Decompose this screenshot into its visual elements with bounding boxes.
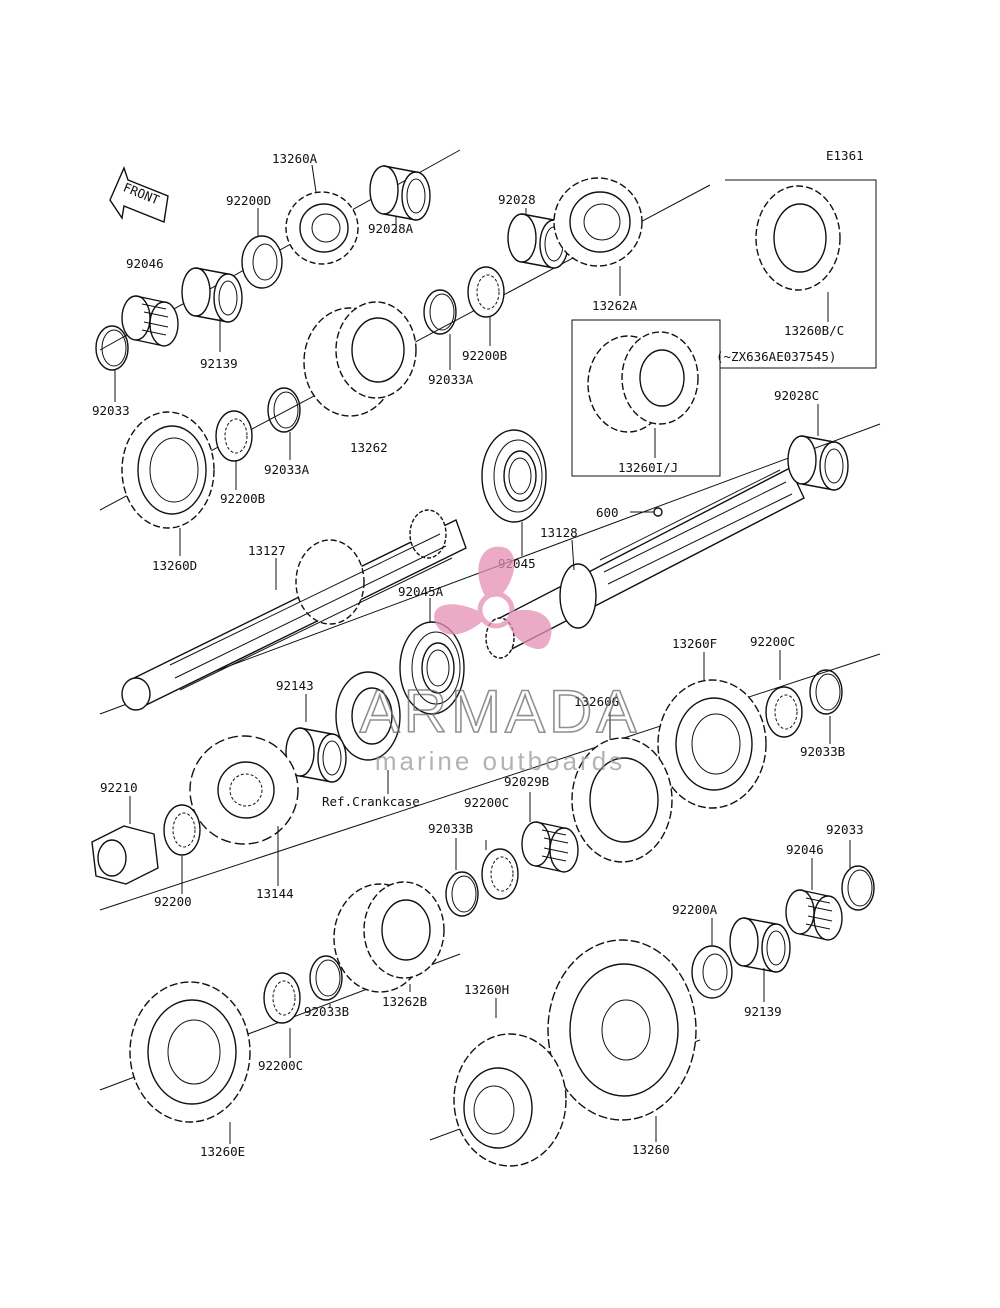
- variant-inset-box: [571, 179, 877, 477]
- washer-92200C-r: [765, 686, 803, 738]
- label-92143: 92143: [276, 678, 314, 693]
- label-92045A: 92045A: [398, 584, 444, 599]
- bushing-92139-top: [181, 267, 243, 323]
- circlip-92033B-r: [809, 669, 843, 715]
- label-13260IJ: 13260I/J: [618, 460, 678, 475]
- washer-92200B-mid: [215, 410, 253, 462]
- label-13260A: 13260A: [272, 151, 318, 166]
- gear-13262A-drawing: [553, 177, 643, 267]
- label-92200C-b: 92200C: [258, 1058, 303, 1073]
- circlip-92033B-b: [309, 955, 343, 1001]
- gear-13260H-drawing: [453, 1033, 567, 1167]
- gear-13262-drawing: [303, 301, 417, 417]
- gear-13260D-drawing: [121, 411, 215, 529]
- label-92200A: 92200A: [672, 902, 718, 917]
- label-92033-top: 92033: [92, 403, 130, 418]
- label-92200C-r: 92200C: [750, 634, 795, 649]
- label-13260E: 13260E: [200, 1144, 245, 1159]
- label-92033B-m: 92033B: [428, 821, 473, 836]
- label-92046-br: 92046: [786, 842, 824, 857]
- circlip-92033-br: [841, 865, 875, 911]
- bearing-92045: [481, 429, 547, 523]
- front-arrow-icon: FRONT: [109, 166, 169, 223]
- label-92046-top: 92046: [126, 256, 164, 271]
- label-92200C-m: 92200C: [464, 795, 509, 810]
- label-92028: 92028: [498, 192, 536, 207]
- washer-92200C-b: [263, 972, 301, 1024]
- label-92139-br: 92139: [744, 1004, 782, 1019]
- label-92033-br: 92033: [826, 822, 864, 837]
- gear-13262B-drawing: [333, 881, 445, 993]
- label-92139-top: 92139: [200, 356, 238, 371]
- gear-13260F-drawing: [657, 679, 767, 809]
- label-92033A-mid: 92033A: [264, 462, 310, 477]
- circlip-92033B-m: [445, 871, 479, 917]
- label-serial: (~ZX636AE037545): [716, 349, 836, 364]
- armada-watermark: ARMADA marine outboards: [359, 546, 641, 776]
- propeller-logo-icon: [434, 546, 552, 650]
- watermark-title: ARMADA: [360, 678, 641, 745]
- gear-13260A-drawing: [285, 191, 359, 265]
- watermark-subtitle: marine outboards: [375, 746, 625, 776]
- label-13260D: 13260D: [152, 558, 197, 573]
- washer-92200B-top: [467, 266, 505, 318]
- circlip-92033-top: [95, 325, 129, 371]
- circlip-92033A-mid: [267, 387, 301, 433]
- gear-13260-drawing: [547, 939, 697, 1121]
- label-92200B-mid: 92200B: [220, 491, 265, 506]
- needle-bearing-92046-br: [785, 889, 843, 941]
- needle-bearing-92029B: [521, 821, 579, 873]
- label-13262A: 13262A: [592, 298, 638, 313]
- label-92033A-top: 92033A: [428, 372, 474, 387]
- label-13260F: 13260F: [672, 636, 717, 651]
- label-92200: 92200: [154, 894, 192, 909]
- diagram-code: E1361: [826, 148, 864, 163]
- shaft-13127-drawing: [121, 509, 467, 711]
- label-13144: 13144: [256, 886, 294, 901]
- sprocket-13144-drawing: [189, 735, 299, 845]
- gear-13260E-drawing: [129, 981, 251, 1123]
- bushing-92028C: [787, 435, 849, 491]
- label-ref-crankcase: Ref.Crankcase: [322, 794, 420, 809]
- label-92029B: 92029B: [504, 774, 549, 789]
- nut-92210-drawing: [91, 825, 159, 885]
- label-13262: 13262: [350, 440, 388, 455]
- label-13260: 13260: [632, 1142, 670, 1157]
- label-600: 600: [596, 505, 619, 520]
- part-labels: 13260A 92200D 92028A 92046 92139 92033 9…: [92, 151, 864, 1159]
- washer-92200C-m: [481, 848, 519, 900]
- label-92200B-top: 92200B: [462, 348, 507, 363]
- washer-92200A: [691, 945, 733, 999]
- circlip-92033A-top: [423, 289, 457, 335]
- washer-92200D: [241, 235, 283, 289]
- label-13260H: 13260H: [464, 982, 509, 997]
- shaft-13128-drawing: [485, 467, 805, 659]
- bushing-92139-br: [729, 917, 791, 973]
- bushing-92028A: [369, 165, 431, 221]
- label-92033B-r: 92033B: [800, 744, 845, 759]
- label-92210: 92210: [100, 780, 138, 795]
- label-92028C: 92028C: [774, 388, 819, 403]
- label-13260BC: 13260B/C: [784, 323, 844, 338]
- oring-600: [653, 507, 663, 517]
- label-13262B: 13262B: [382, 994, 427, 1009]
- washer-92200: [163, 804, 201, 856]
- label-13260G: 13260G: [574, 694, 619, 709]
- label-13127: 13127: [248, 543, 286, 558]
- label-13128: 13128: [540, 525, 578, 540]
- gear-13260G-drawing: [571, 737, 673, 863]
- label-92028A: 92028A: [368, 221, 414, 236]
- needle-bearing-92046-top: [121, 295, 179, 347]
- label-92200D: 92200D: [226, 193, 271, 208]
- label-92033B-b: 92033B: [304, 1004, 349, 1019]
- oil-seal-drawing: [335, 671, 401, 761]
- leader-lines: [114, 164, 851, 1144]
